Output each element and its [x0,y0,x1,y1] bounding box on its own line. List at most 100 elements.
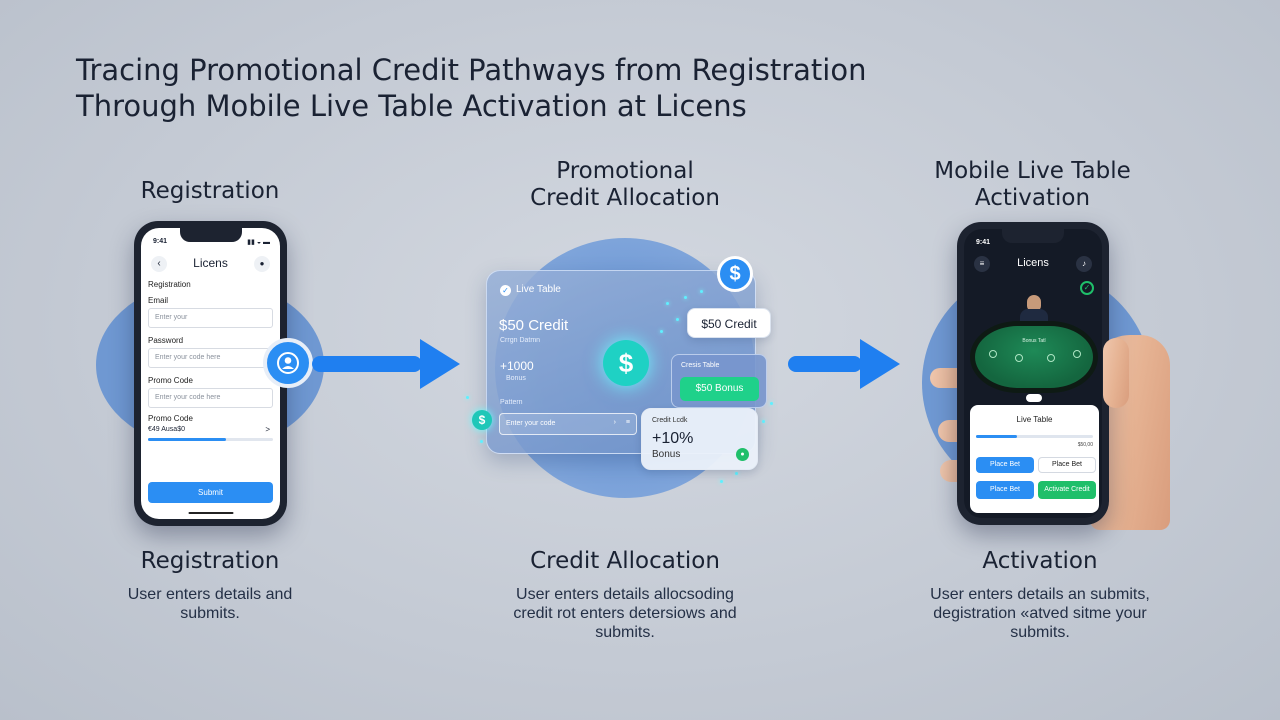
submit-button[interactable]: Submit [148,482,273,503]
email-placeholder: Enter your [155,314,188,321]
percent-value: +10% [652,430,694,447]
right-heading-line-2: Activation [974,185,1091,211]
menu-icon[interactable]: ≡ [974,256,990,272]
arrow-1-head [420,339,460,389]
place-bet-button[interactable]: Place Bet [1038,457,1096,473]
sparkle [770,402,773,405]
sparkle [700,290,703,293]
code-input[interactable]: Enter your code › ≡ [499,413,637,435]
middle-heading-line-1: Promotional [556,158,694,184]
sparkle [480,440,483,443]
password-placeholder: Enter your code here [155,354,221,361]
percent-chip-label: Credit Lcdk [652,417,688,424]
status-time: 9:41 [976,239,991,246]
live-table-panel: Live Table $50,00 Place Bet Place Bet Pl… [970,405,1099,513]
right-heading-line-1: Mobile Live Table [934,158,1131,184]
percent-chip: Credit Lcdk +10% Bonus ● [641,408,758,470]
thumb [1103,338,1129,408]
sparkle [735,472,738,475]
progress-label: $50,00 [1077,442,1093,448]
credit-chip: $50 Credit [687,308,771,338]
bonus-chip-card: Cresis Table $50 Bonus [671,354,767,408]
place-bet-button[interactable]: Place Bet [976,481,1034,499]
bell-icon[interactable]: ♪ [1076,256,1092,272]
progress-track [976,435,1093,438]
dollar-center-icon: $ [603,340,649,386]
promo-progress [148,438,273,441]
password-field[interactable]: Enter your code here [148,348,273,368]
page-title: Tracing Promotional Credit Pathways from… [76,52,976,124]
status-check-icon: ✓ [1080,281,1094,295]
card-plus: +1000 [500,359,534,373]
promo2-chevron-icon[interactable]: > [265,425,270,434]
step-title-registration: Registration [140,548,280,574]
code-menu-icon: ≡ [625,419,630,426]
sparkle [676,318,679,321]
desc-line: submits. [595,624,655,641]
desc-line: User enters details and [127,586,293,603]
step-title-credit: Credit Allocation [530,548,720,574]
sparkle [660,330,663,333]
back-icon[interactable]: ‹ [151,256,167,272]
status-icons: ▮▮ ◒ ▬ [247,239,270,246]
table-label: Bonus Tatl [1022,338,1046,344]
email-label: Email [148,296,169,305]
arrow-2-head [860,339,900,389]
step-desc-activation: User enters details an submits, degistra… [890,585,1190,642]
panel-title: Live Table [1016,415,1053,424]
card-amount: $50 Credit [499,317,569,334]
go-icon: ● [736,448,749,461]
percent-sub: Bonus [652,449,681,460]
step-desc-registration: User enters details and submits. [90,585,330,623]
seat-icon [1073,350,1081,358]
card-input-label: Pattern [500,399,523,406]
home-indicator [188,512,233,514]
app-name: Licens [1017,257,1049,269]
sparkle [720,480,723,483]
registration-screen: 9:41 ▮▮ ◒ ▬ ‹ Licens ● Registration Emai… [141,228,280,519]
promo2-label: Promo Code [148,414,193,423]
live-table-screen: 9:41 ≡ Licens ♪ ✓ Bonus Tatl Live Table … [964,229,1102,518]
bonus-button[interactable]: $50 Bonus [680,377,759,401]
middle-heading: Promotional Credit Allocation [500,158,750,212]
card-sub: Crrgn Datmn [500,337,541,344]
right-heading: Mobile Live Table Activation [900,158,1165,212]
sparkle [466,396,469,399]
bonus-chip-label: Cresis Table [681,362,720,369]
activate-credit-button[interactable]: Activate Credit [1038,481,1096,499]
code-chevron-icon: › [613,419,616,426]
app-name: Licens [193,256,228,270]
title-line-1: Tracing Promotional Credit Pathways from… [76,53,867,87]
promo-label: Promo Code [148,376,193,385]
user-icon [263,338,313,388]
place-bet-button[interactable]: Place Bet [976,457,1034,473]
chip-stack-icon [1026,394,1042,402]
email-field[interactable]: Enter your [148,308,273,328]
promo2-value: €49 Ausa$0 [148,426,185,433]
section-label: Registration [148,280,191,289]
arrow-2-line [788,356,862,372]
seat-icon [1015,354,1023,362]
live-table-phone: 9:41 ≡ Licens ♪ ✓ Bonus Tatl Live Table … [957,222,1109,525]
seat-icon [989,350,997,358]
desc-line: submits. [1010,624,1070,641]
card-header: Live Table [516,284,561,295]
status-time: 9:41 [153,238,168,245]
desc-line: credit rot enters detersiows and [513,605,737,622]
code-placeholder: Enter your code [506,420,556,427]
desc-line: submits. [180,605,240,622]
password-label: Password [148,336,184,345]
progress-fill [976,435,1017,438]
left-heading: Registration [140,178,280,204]
dollar-small-icon: $ [472,410,492,430]
desc-line: User enters details an submits, [930,586,1150,603]
step-title-activation: Activation [982,548,1098,574]
sparkle [762,420,765,423]
promo-placeholder: Enter your code here [155,394,221,401]
profile-icon[interactable]: ● [254,256,270,272]
sparkle [666,302,669,305]
promo-field[interactable]: Enter your code here [148,388,273,408]
seat-icon [1047,354,1055,362]
sparkle [684,296,687,299]
phone-notch [1002,229,1064,243]
